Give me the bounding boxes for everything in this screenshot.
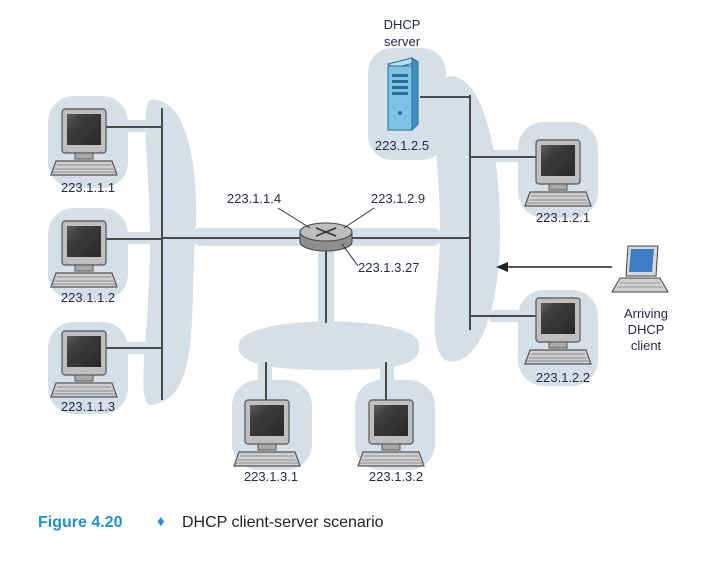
caption-text: DHCP client-server scenario [182, 514, 384, 531]
host-ip: 223.1.1.3 [61, 399, 115, 414]
laptop-icon [611, 245, 669, 293]
host-223-1-3-2: 223.1.3.2 [357, 399, 425, 484]
server-ip: 223.1.2.5 [375, 138, 429, 153]
host-ip: 223.1.1.2 [61, 290, 115, 305]
host-ip: 223.1.2.1 [536, 210, 590, 225]
host-ip: 223.1.3.1 [244, 469, 298, 484]
wires [105, 95, 542, 403]
dhcp-server: DHCP server 223.1.2.5 [375, 17, 429, 153]
host-ip: 223.1.1.1 [61, 180, 115, 195]
arriving-client: Arriving DHCP client [496, 245, 669, 353]
server-title-line1: DHCP [384, 17, 421, 32]
subnet-bottom-segment [232, 321, 435, 470]
router: 223.1.1.4 223.1.2.9 223.1.3.27 [227, 191, 425, 275]
host-ip: 223.1.2.2 [536, 370, 590, 385]
arrow-left-icon [496, 262, 612, 272]
server-title-line2: server [384, 34, 421, 49]
router-interface-label: 223.1.3.27 [358, 260, 419, 275]
host-223-1-2-2: 223.1.2.2 [524, 297, 592, 385]
router-interface-label: 223.1.1.4 [227, 191, 281, 206]
router-interface-label: 223.1.2.9 [371, 191, 425, 206]
host-223-1-1-2: 223.1.1.2 [50, 220, 118, 305]
caption-figure-number: Figure 4.20 [38, 514, 123, 531]
host-223-1-1-1: 223.1.1.1 [50, 108, 118, 195]
server-tower-icon [386, 57, 420, 132]
host-223-1-3-1: 223.1.3.1 [233, 399, 301, 484]
arriving-client-line1: Arriving [624, 306, 668, 321]
host-223-1-1-3: 223.1.1.3 [50, 330, 118, 414]
caption-diamond: ♦ [157, 513, 165, 530]
arriving-client-line2: DHCP [628, 322, 665, 337]
figure-caption: Figure 4.20 ♦ DHCP client-server scenari… [38, 513, 384, 531]
router-icon [299, 222, 353, 252]
host-ip: 223.1.3.2 [369, 469, 423, 484]
arriving-client-line3: client [631, 338, 662, 353]
host-223-1-2-1: 223.1.2.1 [524, 139, 592, 225]
